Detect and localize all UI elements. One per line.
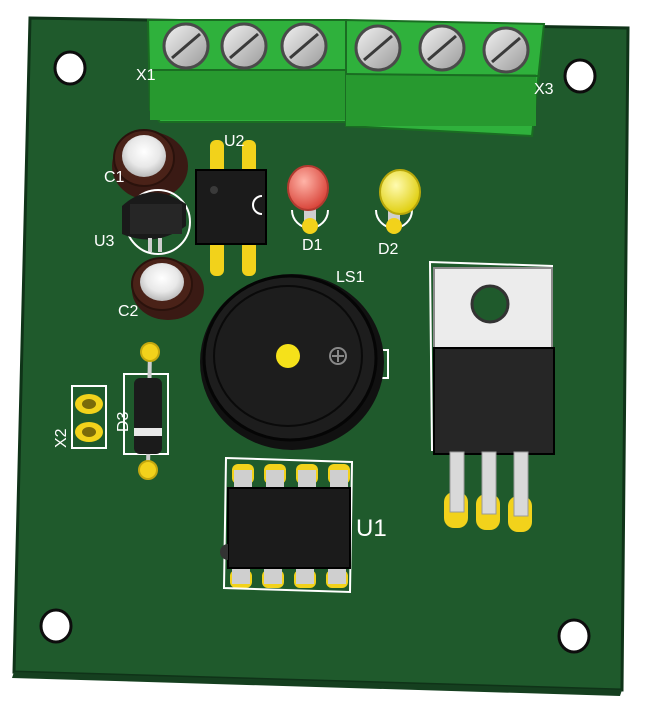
screw-icon (162, 22, 210, 70)
label-c2: C2 (118, 303, 139, 320)
label-x3: X3 (534, 81, 554, 98)
diode-d3 (123, 342, 169, 480)
label-u3: U3 (94, 233, 115, 250)
screw-icon (220, 22, 268, 70)
screw-icon (280, 22, 328, 70)
pcb-edge (12, 672, 622, 696)
label-u1: U1 (356, 515, 387, 542)
plus-icon (329, 347, 347, 365)
buzzer-ls1 (200, 274, 389, 450)
label-ls1: LS1 (336, 269, 365, 286)
label-u2: U2 (224, 133, 245, 150)
label-x1: X1 (136, 67, 156, 84)
transistor-u3 (122, 189, 191, 255)
label-d1: D1 (302, 237, 323, 254)
label-d3: D3 (115, 411, 132, 432)
capacitor-c1 (112, 129, 188, 200)
led-d1 (287, 165, 329, 234)
capacitor-c2 (131, 257, 204, 320)
ic-u1 (220, 456, 354, 594)
led-d2 (375, 169, 421, 234)
ic-u2 (195, 140, 267, 276)
terminal-block-x1 (146, 19, 347, 123)
screw-icon (418, 24, 466, 72)
regulator-to220 (428, 260, 555, 532)
label-d2: D2 (378, 241, 399, 258)
screw-icon (354, 24, 402, 72)
screw-icon (482, 26, 530, 74)
mounting-holes (39, 50, 597, 654)
label-x2: X2 (53, 428, 70, 448)
label-c1: C1 (104, 169, 125, 186)
terminal-block-x3 (345, 18, 546, 138)
header-x2 (71, 385, 107, 449)
